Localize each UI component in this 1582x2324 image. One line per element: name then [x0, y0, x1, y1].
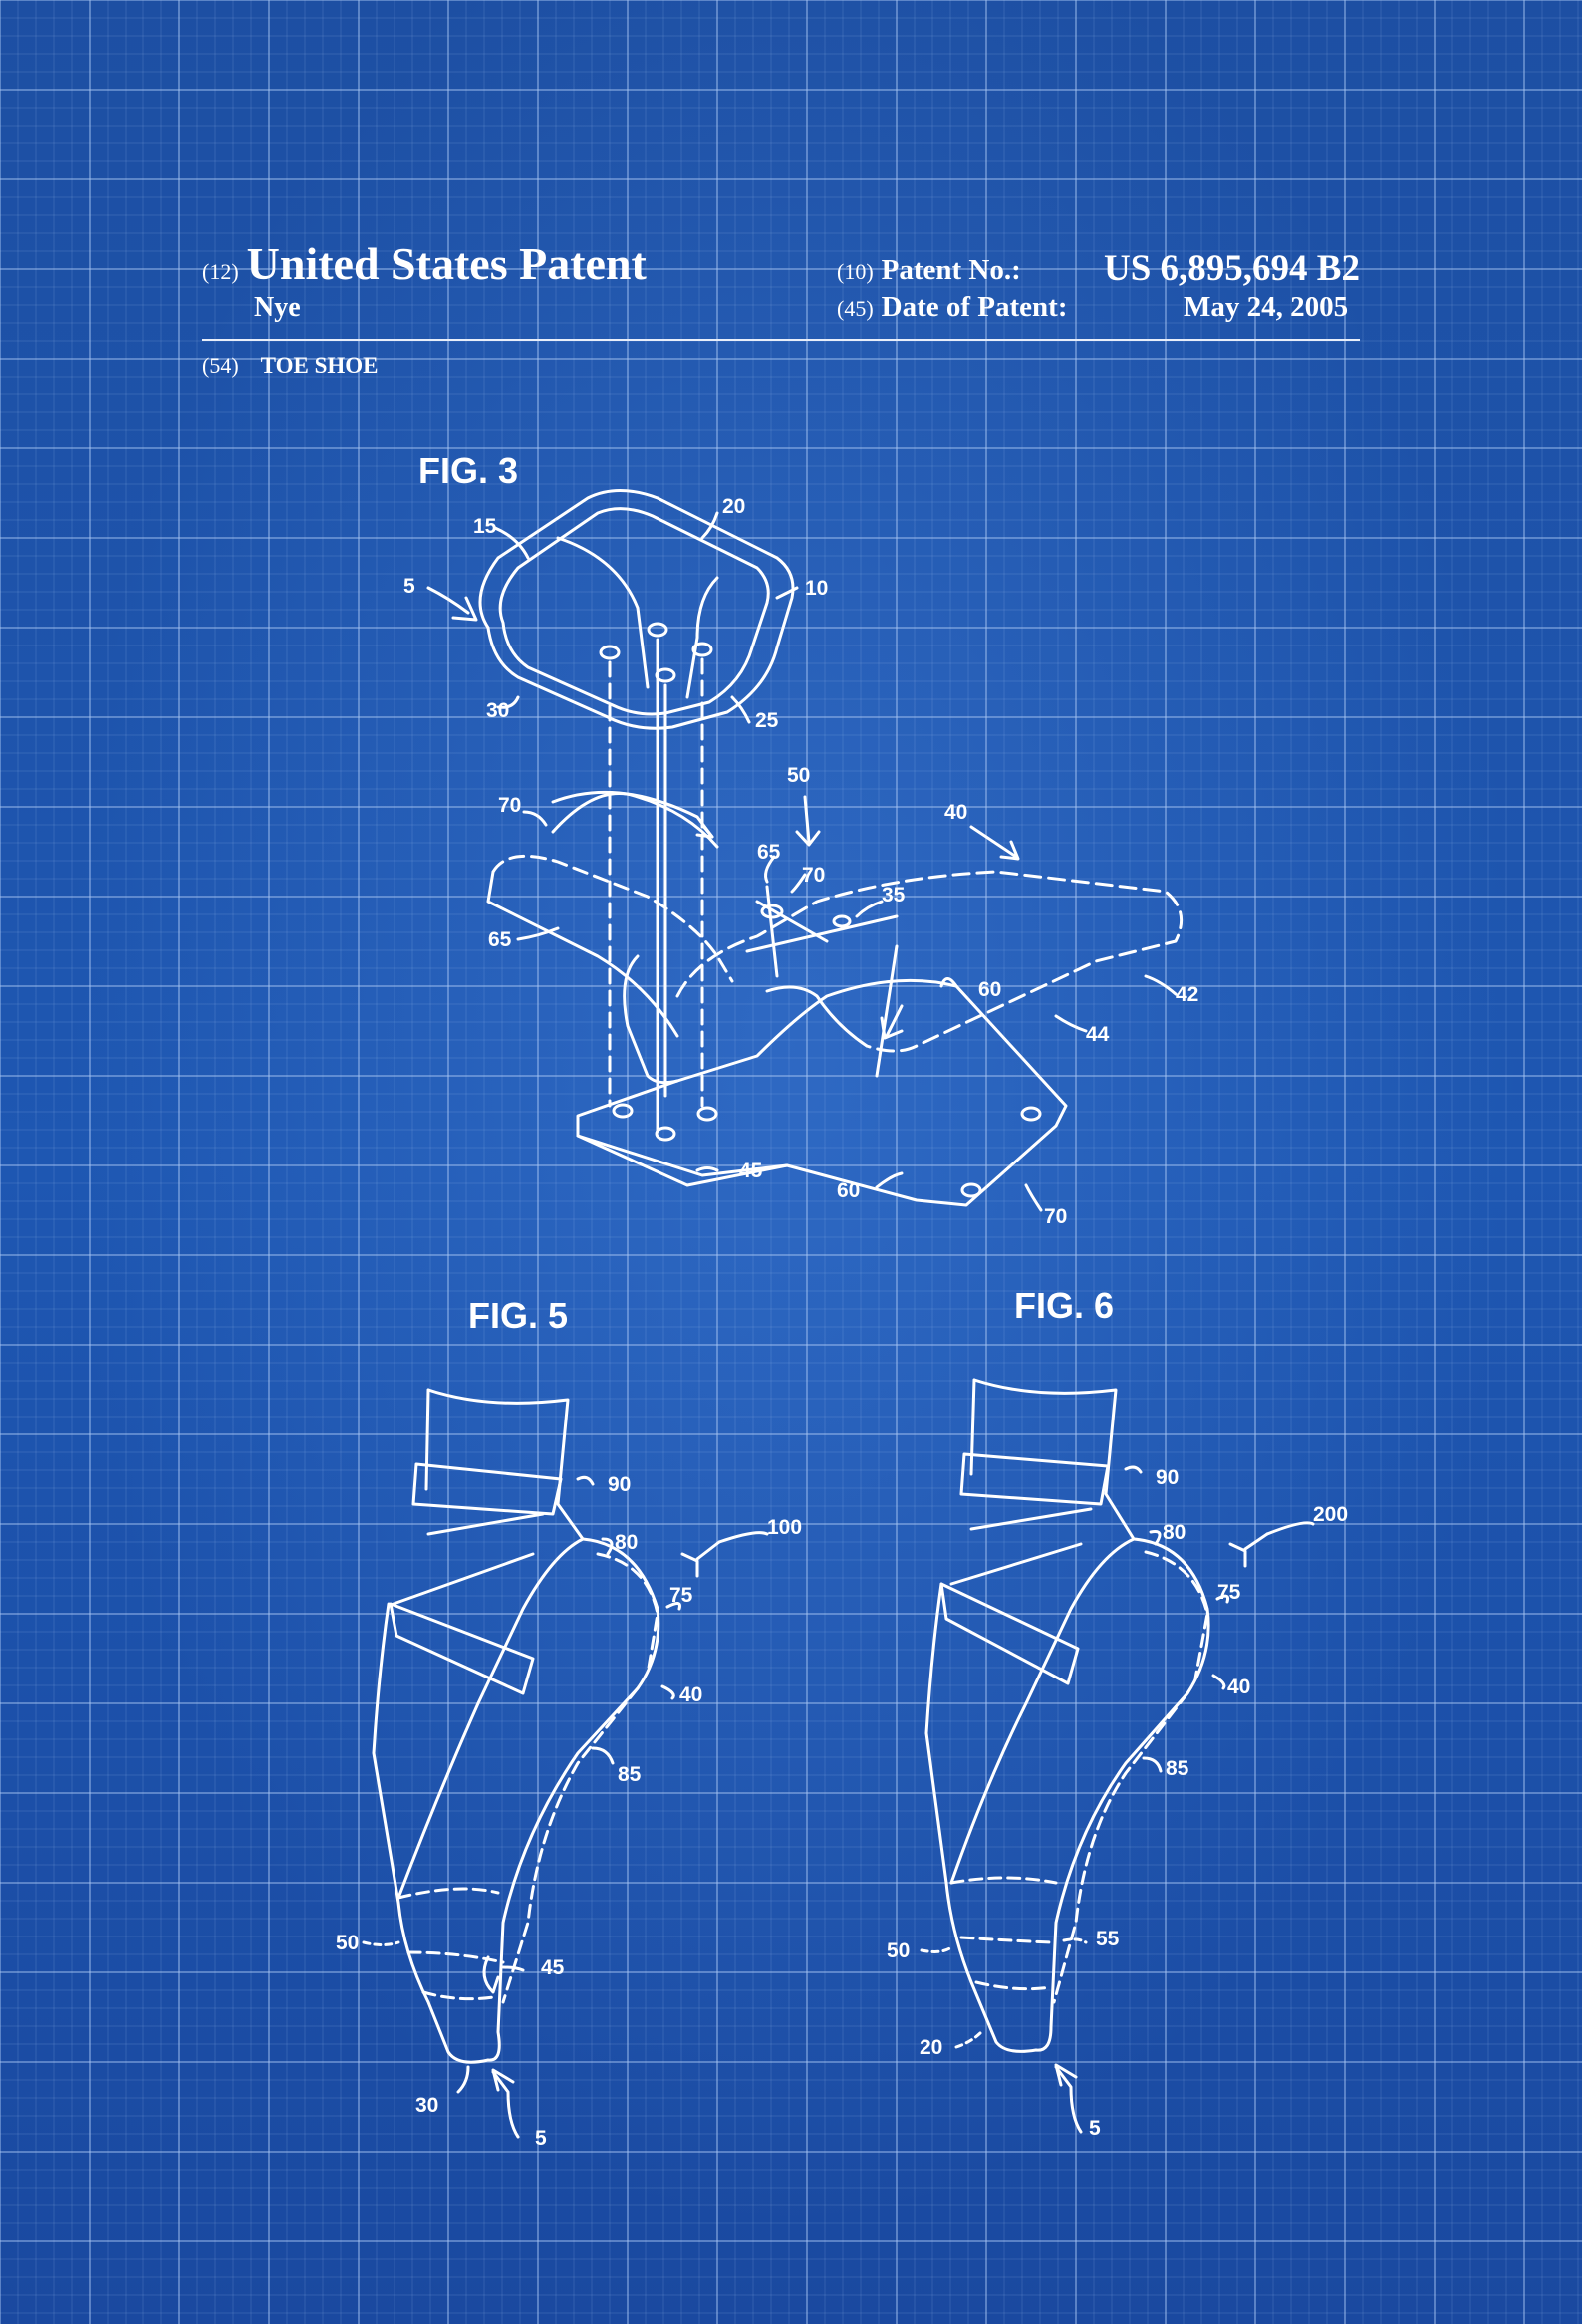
fig5-ref-numeral: 85 [618, 1763, 642, 1786]
fig5-ref-numeral: 75 [669, 1584, 693, 1607]
reference-numerals: 20 15 5 10 30 25 50 70 40 65 70 35 65 60 42 44 45 60 70 90 1… [336, 495, 1348, 2150]
fig3-toe-cap-band [685, 576, 719, 699]
fig6-ankle-band [959, 1452, 1110, 1506]
fig3-ref-numeral: 25 [755, 709, 779, 732]
fig3-ref-numeral: 60 [837, 1179, 860, 1202]
fig5-ref-numeral: 40 [679, 1683, 702, 1706]
fig6-ref-numeral: 20 [920, 2036, 942, 2059]
fig6-ref-numeral: 85 [1166, 1757, 1189, 1780]
header-divider [202, 339, 1360, 341]
fig6-shoe-outline [924, 1537, 1210, 2053]
fig6-ref-numeral: 40 [1227, 1676, 1250, 1698]
fig6-vamp [949, 1537, 1136, 1885]
fig3-ref-numeral: 44 [1086, 1023, 1110, 1046]
fig5-leg [426, 1388, 585, 1541]
fig6-leg [972, 1378, 1136, 1541]
fig5-ref-numeral: 80 [615, 1531, 638, 1554]
fig3-ref-numeral: 5 [403, 575, 415, 598]
fig6-ref-numeral: 5 [1089, 2117, 1101, 2140]
patent-title-text: United States Patent [246, 238, 647, 289]
fig3-label: FIG. 3 [418, 450, 519, 491]
fig3-ref-numeral: 10 [805, 577, 828, 600]
fig3-ref-numeral: 70 [1044, 1205, 1067, 1228]
fig5-ref-numeral: 30 [415, 2094, 438, 2117]
fig6-ref-numeral: 200 [1313, 1503, 1348, 1526]
patent-number: US 6,895,694 B2 [1104, 248, 1360, 289]
fig6-drawing [920, 1378, 1315, 2134]
fig5-ankle-band [411, 1462, 563, 1516]
fig5-ref-numeral: 5 [535, 2127, 547, 2150]
fig5-vamp [396, 1537, 585, 1900]
date-of-patent: May 24, 2005 [1184, 291, 1349, 323]
fig3-ref-numeral: 65 [488, 928, 512, 951]
fig3-ref-numeral: 30 [486, 699, 509, 722]
fig6-upper-band [939, 1582, 1080, 1685]
patent-title: (12) United States Patent [202, 237, 647, 290]
fig3-ref-numeral: 40 [944, 801, 967, 824]
fig5-ribbon [392, 1512, 545, 1606]
fig3-ref-numeral: 15 [473, 515, 497, 538]
fig5-label: FIG. 5 [468, 1295, 569, 1336]
fig3-ref-numeral: 70 [802, 864, 825, 887]
fig6-toe-outer [1144, 1550, 1209, 1680]
fig6-ref-numeral: 80 [1163, 1521, 1186, 1544]
date-code: (45) [837, 296, 874, 321]
fig3-toe-cap-seam [556, 536, 650, 689]
fig6-ref-numeral: 50 [887, 1939, 910, 1962]
fig6-ref-numeral: 90 [1156, 1466, 1179, 1489]
fig3-toe-cap [478, 489, 795, 730]
fig5-ref-numeral: 50 [336, 1932, 359, 1954]
invention-title: (54) TOE SHOE [202, 353, 378, 379]
fig3-drawing [426, 489, 1184, 1212]
title-code: (12) [202, 259, 239, 284]
fig5-ref-numeral: 45 [541, 1956, 565, 1979]
fig3-ref-numeral: 50 [787, 764, 810, 787]
fig3-toe-cap-inner [498, 507, 770, 716]
fig5-shoe-outline [372, 1537, 660, 2064]
fig3-ref-numeral: 42 [1176, 983, 1198, 1006]
fig5-toe-outer [596, 1552, 659, 1676]
fig6-ref-numeral: 55 [1096, 1928, 1120, 1950]
fig5-upper-band [389, 1602, 535, 1695]
fig3-ref-numeral: 65 [757, 841, 781, 864]
inventor-name: Nye [254, 292, 301, 323]
fig6-label: FIG. 6 [1014, 1285, 1115, 1326]
invention-title-text: TOE SHOE [260, 353, 379, 378]
date-label-text: Date of Patent: [881, 291, 1068, 323]
fig3-ref-numeral: 60 [978, 978, 1001, 1001]
patent-number-label: (10) Patent No.: [837, 254, 1021, 287]
fig6-ribbon [949, 1507, 1093, 1586]
fig3-ref-numeral: 35 [882, 884, 906, 906]
invention-code: (54) [202, 353, 239, 378]
fig5-ref-numeral: 100 [767, 1516, 802, 1539]
fig3-ref-numeral: 20 [722, 495, 745, 518]
fig6-ref-numeral: 75 [1217, 1581, 1241, 1604]
patent-number-label-text: Patent No.: [881, 254, 1021, 286]
fig5-drawing [362, 1388, 769, 2139]
patent-number-code: (10) [837, 259, 874, 284]
date-label: (45) Date of Patent: [837, 291, 1067, 324]
fig3-ref-numeral: 45 [739, 1160, 763, 1182]
fig3-platform [576, 978, 1068, 1207]
fig3-ref-numeral: 70 [498, 794, 521, 817]
fig5-ref-numeral: 90 [608, 1473, 631, 1496]
